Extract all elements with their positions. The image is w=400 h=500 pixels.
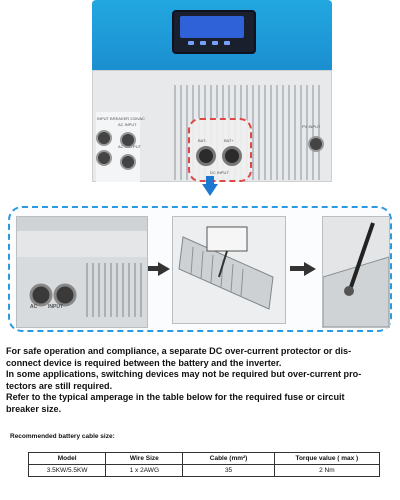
table-header-row: Model Wire Size Cable (mm²) Torque value… (27, 452, 381, 465)
arrow-right-icon (158, 262, 170, 276)
instruction-line: tectors are still required. (6, 380, 113, 391)
instruction-line: Refer to the typical amperage in the tab… (6, 392, 345, 402)
battery-cable-table: Model Wire Size Cable (mm²) Torque value… (27, 452, 381, 477)
battery-positive-terminal (222, 146, 242, 166)
down-arrow-icon (202, 184, 218, 196)
ac-output-terminal (120, 154, 136, 170)
pv-input-terminal (308, 136, 324, 152)
cell-torque: 2 Nm (273, 464, 381, 477)
step1-ac-label: AC (30, 304, 38, 310)
down-arrow-stem (206, 176, 214, 186)
panel-key (224, 41, 230, 45)
step1-input-label: INPUT (48, 304, 63, 310)
arrow-right-icon (304, 262, 316, 276)
arrow-right-stem (290, 266, 304, 271)
safety-instructions: For safe operation and compliance, a sep… (6, 346, 394, 415)
panel-key (212, 41, 218, 45)
step3-illustration (323, 217, 389, 327)
step2-illustration (173, 217, 285, 323)
instruction-line: For safe operation and compliance, a sep… (6, 346, 352, 356)
panel-key (188, 41, 194, 45)
bat-positive-label: BAT+ (224, 138, 234, 143)
step3-screw-tightening (322, 216, 390, 328)
arrow-right-stem (148, 266, 158, 271)
ac-input-terminal (120, 132, 136, 148)
cell-cable: 35 (182, 464, 275, 477)
table-caption: Recommended battery cable size: (10, 433, 115, 440)
instruction-line: connect device is required between the b… (6, 357, 282, 368)
lcd-screen (180, 16, 244, 38)
input-panel (96, 112, 140, 182)
header-model: Model (27, 452, 107, 465)
ac-input-label: AC INPUT (118, 122, 137, 127)
header-torque: Torque value ( max ) (273, 452, 381, 465)
battery-negative-terminal (196, 146, 216, 166)
pv-input-label: PV INPUT (302, 124, 321, 129)
table-row: 3.5KW/5.5KW 1 x 2AWG 35 2 Nm (27, 464, 381, 477)
breaker-label: INPUT BREAKER 230VAC (97, 116, 145, 121)
step2-cable-insertion (172, 216, 286, 324)
panel-key (200, 41, 206, 45)
instruction-line: In some applications, switching devices … (6, 369, 362, 379)
ground-terminal (96, 150, 112, 166)
step1-closeup (16, 216, 148, 328)
step1-illustration (17, 217, 147, 327)
header-wire-size: Wire Size (105, 452, 184, 465)
cell-model: 3.5KW/5.5KW (27, 464, 107, 477)
dc-input-highlight (188, 118, 252, 182)
dc-input-label: DC INPUT (210, 170, 229, 175)
header-cable: Cable (mm²) (182, 452, 275, 465)
instruction-line: breaker size. (6, 403, 62, 414)
bat-negative-label: BAT- (198, 138, 207, 143)
breaker-terminal (96, 130, 112, 146)
cell-wire-size: 1 x 2AWG (105, 464, 184, 477)
